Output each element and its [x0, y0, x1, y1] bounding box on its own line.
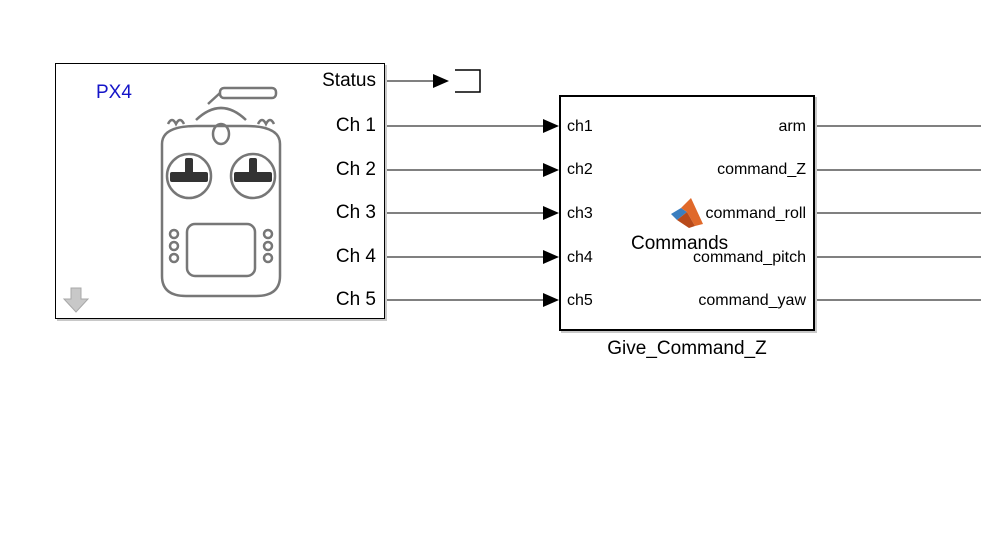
output-port-command-pitch: command_pitch [693, 249, 806, 266]
wire-ch1[interactable] [385, 119, 559, 133]
block-name-label[interactable]: Give_Command_Z [607, 338, 767, 359]
port-ch3: Ch 3 [335, 202, 376, 223]
wire-ch3[interactable] [385, 206, 559, 220]
output-port-command-yaw: command_yaw [698, 292, 806, 309]
port-ch1: Ch 1 [335, 115, 376, 136]
brand-label: PX4 [96, 82, 132, 103]
input-port-ch2: ch2 [567, 161, 593, 178]
port-ch5: Ch 5 [335, 289, 376, 310]
port-ch2: Ch 2 [335, 159, 376, 180]
matlab-logo-icon [671, 198, 703, 228]
wire-ch2[interactable] [385, 163, 559, 177]
wire-ch5[interactable] [385, 293, 559, 307]
radio-transmitter-icon [160, 86, 282, 298]
port-ch4: Ch 4 [335, 246, 376, 267]
input-port-ch4: ch4 [567, 249, 593, 266]
input-port-ch1: ch1 [567, 118, 593, 135]
block-title: Commands [631, 233, 729, 254]
output-port-arm: arm [778, 118, 806, 135]
output-port-command-roll: command_roll [705, 205, 806, 222]
terminator-icon [455, 69, 481, 93]
down-arrow-icon[interactable] [62, 286, 90, 314]
matlab-function-block[interactable]: ch1 ch2 ch3 ch4 ch5 arm command_Z comman… [559, 95, 815, 331]
output-port-command-z: command_Z [717, 161, 806, 178]
wire-ch4[interactable] [385, 250, 559, 264]
input-port-ch5: ch5 [567, 292, 593, 309]
input-port-ch3: ch3 [567, 205, 593, 222]
rc-receiver-block[interactable]: PX4 [55, 63, 385, 319]
port-status: Status [322, 70, 376, 91]
arrow-head [433, 74, 449, 88]
